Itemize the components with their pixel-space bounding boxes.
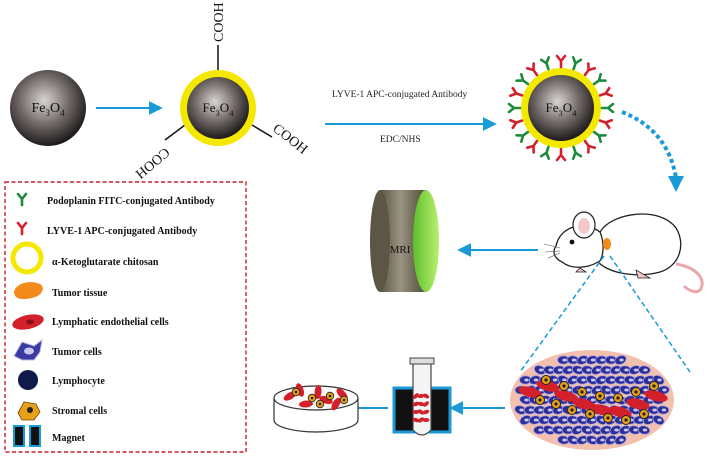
red-antibody xyxy=(509,115,525,130)
yellow-ring-icon xyxy=(10,241,44,275)
lymphatic-band xyxy=(518,375,668,425)
lymphatic-cell xyxy=(608,406,632,418)
green-antibody xyxy=(600,102,615,114)
mri-machine-icon: MRI xyxy=(370,190,439,292)
arrow-bottom-label: EDC/NHS xyxy=(380,135,421,145)
svg-text:Fe3O4: Fe3O4 xyxy=(203,100,235,118)
petri-dish-icon xyxy=(273,383,359,433)
cooh-left-label: COOH xyxy=(132,144,172,181)
core-label-fe: Fe xyxy=(31,101,45,116)
red-cell-icon xyxy=(12,314,44,330)
tumor-tissue-zoom xyxy=(510,350,674,450)
core2-label-fe: Fe xyxy=(203,100,216,115)
legend-label-chitosan: α-Ketoglutarate chitosan xyxy=(52,257,159,268)
navy-lymphocyte-icon xyxy=(18,370,38,390)
core-label-sub3: 3 xyxy=(45,108,50,118)
legend-label-lymphatic: Lymphatic endothelial cells xyxy=(52,317,169,328)
red-antibody xyxy=(555,54,567,69)
svg-text:Fe3O4: Fe3O4 xyxy=(546,100,578,118)
lymphatic-cell xyxy=(590,404,614,416)
legend-label-stromal: Stromal cells xyxy=(52,406,107,417)
svg-text:Fe3O4: Fe3O4 xyxy=(31,101,65,118)
core2-label-o: O xyxy=(220,100,229,115)
core-label-sub4: 4 xyxy=(60,108,65,118)
legend-label-lyve1: LYVE-1 APC-conjugated Antibody xyxy=(47,226,197,237)
legend-label-lymphocyte: Lymphocyte xyxy=(52,376,105,387)
dotted-arrow-to-mouse xyxy=(621,110,678,179)
red-antibody xyxy=(555,147,567,162)
mri-label: MRI xyxy=(390,244,411,256)
core3-label-sub3: 3 xyxy=(559,108,563,118)
core2-label-sub3: 3 xyxy=(216,108,220,118)
core3-label-sub4: 4 xyxy=(572,108,577,118)
coated-fe3o4-particle: Fe3O4 COOH COOH COOH xyxy=(132,2,310,181)
red-antibody xyxy=(597,115,613,130)
legend-label-tumor-tissue: Tumor tissue xyxy=(52,288,108,299)
green-antibody xyxy=(568,144,583,160)
magnet-icon xyxy=(13,425,41,447)
legend-label-tumor-cells: Tumor cells xyxy=(52,347,102,358)
orange-stromal-cell-icon xyxy=(17,401,41,421)
antibody-conjugated-particle: Fe3O4 xyxy=(507,54,615,162)
green-antibody xyxy=(539,144,554,160)
cooh-right-label: COOH xyxy=(270,121,310,157)
lymphatic-cell xyxy=(572,398,596,410)
mouse-icon xyxy=(543,211,704,294)
green-antibody xyxy=(539,56,554,72)
orange-tissue-icon xyxy=(14,282,43,300)
dotted-arrow-head xyxy=(668,176,684,192)
lymphatic-cell xyxy=(644,390,668,402)
core2-label-sub4: 4 xyxy=(229,108,234,118)
green-antibody xyxy=(507,102,522,114)
lymphatic-cell xyxy=(626,398,650,410)
lymphatic-cell xyxy=(554,390,578,402)
red-antibody xyxy=(597,86,613,101)
core3-label-o: O xyxy=(563,100,572,115)
magnetic-separation-icon xyxy=(392,357,452,436)
cooh-top-label: COOH xyxy=(212,2,227,42)
legend-label-podoplanin: Podoplanin FITC-conjugated Antibody xyxy=(47,196,215,207)
arrow-top-label: LYVE-1 APC-conjugated Antibody xyxy=(332,90,467,100)
core-label-o: O xyxy=(50,101,60,116)
green-antibody xyxy=(568,56,583,72)
lymphatic-cell xyxy=(518,386,542,398)
legend-box xyxy=(4,181,247,453)
bare-fe3o4-particle: Fe3O4 xyxy=(10,70,86,146)
core3-label-fe: Fe xyxy=(546,100,559,115)
red-antibody xyxy=(509,86,525,101)
legend-labels: Podoplanin FITC-conjugated Antibody LYVE… xyxy=(47,196,215,444)
blue-tumor-cell-icon xyxy=(13,338,43,361)
legend-label-magnet: Magnet xyxy=(52,433,85,444)
